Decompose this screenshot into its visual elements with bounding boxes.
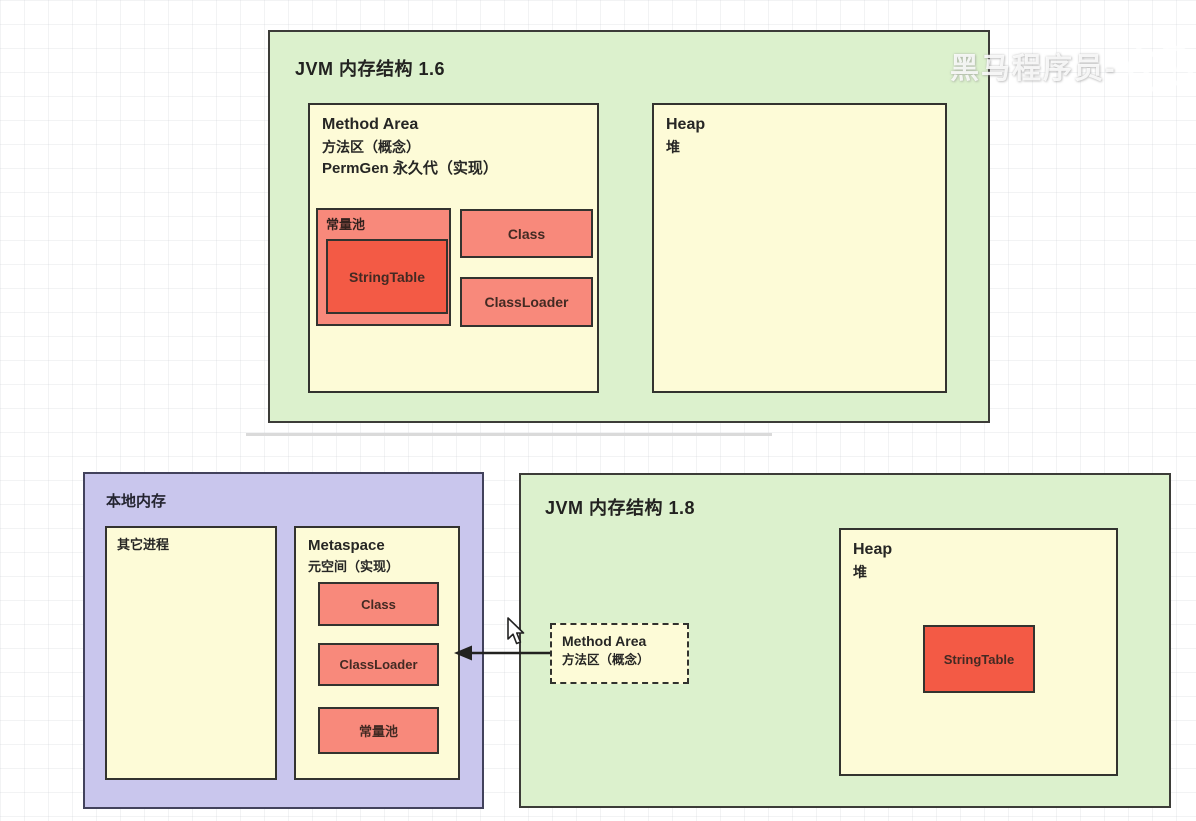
- heap-18-subtitle: 堆: [853, 564, 867, 580]
- constant-pool-16-box: 常量池 StringTable: [316, 208, 451, 326]
- heap-16-title: Heap: [666, 116, 706, 133]
- jvm-18-container: JVM 内存结构 1.8 Method Area 方法区（概念） Heap 堆 …: [519, 473, 1171, 808]
- metaspace-subtitle: 元空间（实现）: [308, 559, 400, 575]
- method-area-to-metaspace-arrow: [454, 645, 550, 661]
- constant-pool-18-box: 常量池: [318, 707, 439, 754]
- metaspace-labels: Metaspace 元空间（实现）: [308, 534, 399, 577]
- jvm-18-title: JVM 内存结构 1.8: [545, 498, 696, 518]
- jvm-16-title: JVM 内存结构 1.6: [295, 59, 446, 79]
- method-area-16-subtitle: 方法区（概念）: [322, 139, 420, 155]
- method-area-16-impl: PermGen 永久代（实现）: [322, 160, 498, 177]
- class-16-box: Class: [460, 209, 593, 258]
- method-area-16-labels: Method Area 方法区（概念） PermGen 永久代（实现）: [322, 113, 498, 181]
- heap-16-box: Heap 堆: [652, 103, 947, 393]
- jvm-16-container: JVM 内存结构 1.6 Method Area 方法区（概念） PermGen…: [268, 30, 990, 423]
- metaspace-box: Metaspace 元空间（实现） Class ClassLoader 常量池: [294, 526, 460, 780]
- classloader-18-box: ClassLoader: [318, 643, 439, 686]
- method-area-16-title: Method Area: [322, 116, 419, 133]
- native-memory-title: 本地内存: [106, 493, 167, 510]
- heap-18-title: Heap: [853, 541, 893, 558]
- native-memory-container: 本地内存 其它进程 Metaspace 元空间（实现） Class ClassL…: [83, 472, 484, 809]
- heap-18-labels: Heap 堆: [853, 538, 892, 583]
- method-area-18-dashed-box: Method Area 方法区（概念）: [550, 623, 689, 684]
- method-area-18-subtitle: 方法区（概念）: [562, 653, 650, 668]
- method-area-18-labels: Method Area 方法区（概念）: [562, 631, 650, 669]
- string-table-16-box: StringTable: [326, 239, 448, 314]
- string-table-18-box: StringTable: [923, 625, 1035, 693]
- constant-pool-16-label: 常量池: [326, 217, 366, 232]
- heap-16-subtitle: 堆: [666, 139, 680, 155]
- classloader-16-box: ClassLoader: [460, 277, 593, 327]
- method-area-16-box: Method Area 方法区（概念） PermGen 永久代（实现） 常量池 …: [308, 103, 599, 393]
- divider-line: [246, 433, 772, 436]
- class-18-box: Class: [318, 582, 439, 626]
- mouse-cursor: [507, 617, 525, 645]
- metaspace-title: Metaspace: [308, 537, 385, 554]
- method-area-18-title: Method Area: [562, 633, 647, 649]
- heap-16-labels: Heap 堆: [666, 113, 705, 158]
- bilibili-tv-icon: [1126, 39, 1193, 94]
- heap-18-box: Heap 堆 StringTable: [839, 528, 1118, 776]
- other-process-box: 其它进程: [105, 526, 277, 780]
- other-process-label: 其它进程: [117, 537, 170, 552]
